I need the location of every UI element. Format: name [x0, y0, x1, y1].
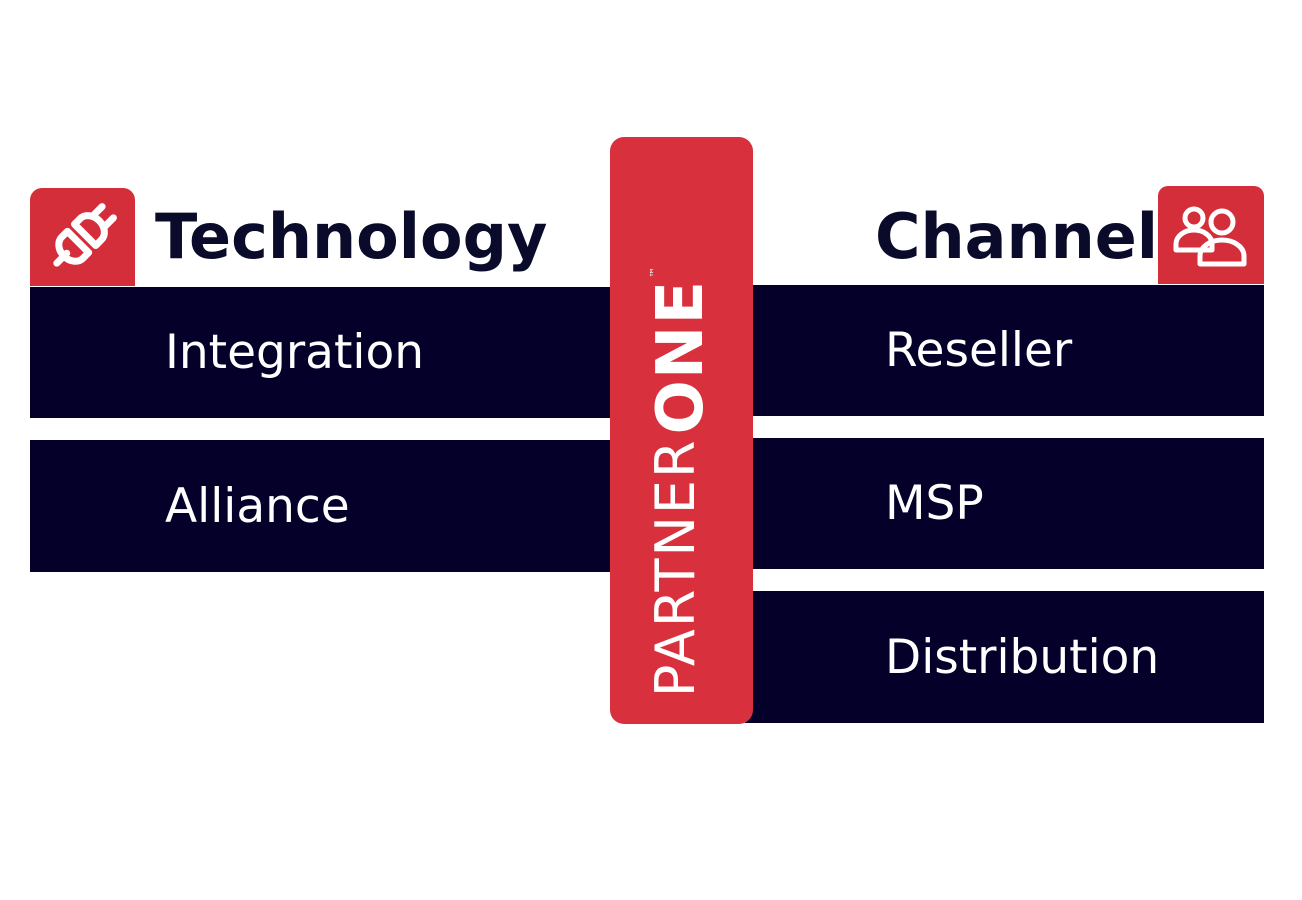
users-icon — [1173, 206, 1247, 267]
bar-label: Integration — [165, 325, 424, 380]
channel-heading: Channel — [875, 200, 1159, 273]
bar-label: Alliance — [165, 478, 350, 534]
partner-one-logo-text: PARTNER ONE ™ — [644, 266, 718, 698]
technology-bar-alliance[interactable]: Alliance — [30, 440, 615, 572]
technology-heading: Technology — [155, 200, 548, 273]
channel-bar-distribution[interactable]: Distribution — [745, 591, 1264, 723]
channel-icon-box — [1158, 186, 1264, 284]
bar-label: MSP — [885, 476, 984, 531]
channel-bar-msp[interactable]: MSP — [745, 438, 1264, 569]
bar-label: Reseller — [885, 323, 1073, 378]
banner-one-text: ONE — [644, 279, 718, 435]
trademark-symbol: ™ — [648, 266, 661, 278]
channel-bar-reseller[interactable]: Reseller — [745, 285, 1264, 416]
banner-partner-text: PARTNER — [644, 438, 707, 698]
plug-icon — [52, 203, 117, 267]
partner-one-banner: PARTNER ONE ™ — [610, 137, 753, 724]
technology-icon-box — [30, 188, 135, 286]
bar-label: Distribution — [885, 629, 1160, 685]
technology-bar-integration[interactable]: Integration — [30, 287, 615, 418]
